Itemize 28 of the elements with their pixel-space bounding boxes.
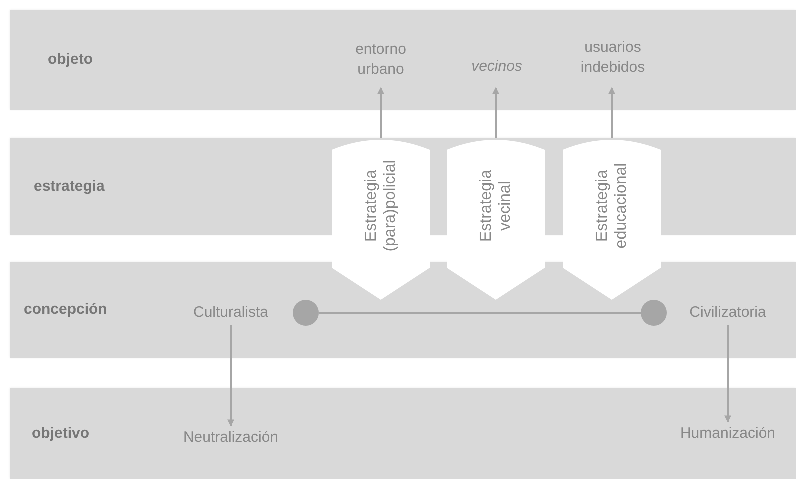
row-heading: objetivo xyxy=(32,424,90,442)
node-label: usuarios indebidos xyxy=(563,28,663,88)
node-label: entorno urbano xyxy=(336,32,426,88)
node-label: Humanización xyxy=(668,422,788,446)
strategy-label: Estrategia educacional xyxy=(593,163,631,249)
node-label: vecinos xyxy=(452,46,542,88)
strategy-label: Estrategia (para)policial xyxy=(362,160,400,252)
arrow xyxy=(228,325,234,427)
row-heading: objeto xyxy=(48,51,93,68)
strategy-pentagon xyxy=(563,138,661,300)
row-band xyxy=(10,262,796,358)
strategy-pentagon xyxy=(332,138,430,300)
row-heading: estrategia xyxy=(34,178,105,194)
node-label: Civilizatoria xyxy=(676,301,780,325)
row-heading: concepción xyxy=(24,301,108,318)
node-label: Culturalista xyxy=(180,301,282,325)
strategy-label: Estrategia vecinal xyxy=(477,170,515,242)
arrow xyxy=(492,87,500,138)
arrow xyxy=(378,87,384,138)
row-band xyxy=(10,10,796,110)
junction-dot xyxy=(293,300,319,326)
connector-line xyxy=(319,312,641,314)
arrow xyxy=(608,87,616,138)
strategy-pentagon xyxy=(447,138,545,300)
node-label: Neutralización xyxy=(170,426,292,450)
arrow xyxy=(724,325,732,423)
row-band xyxy=(10,388,796,479)
junction-dot xyxy=(641,300,667,326)
